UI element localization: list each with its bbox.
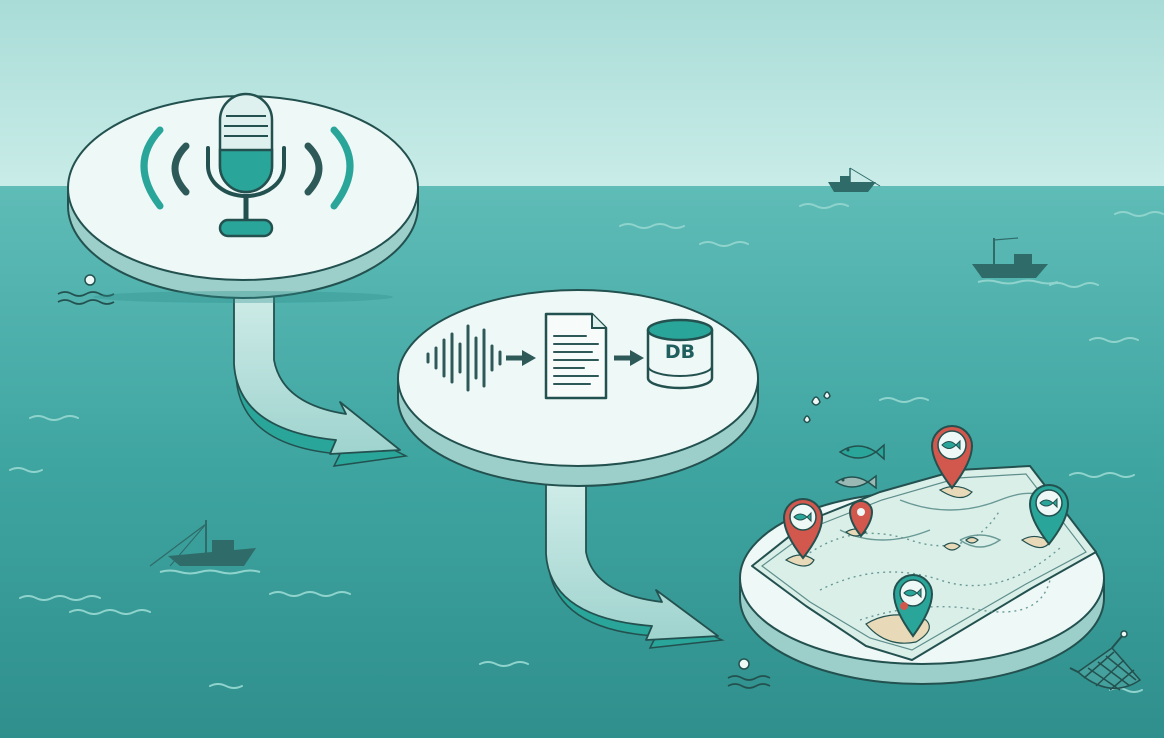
- location-pin-icon: [848, 500, 874, 538]
- buoy: [57, 274, 115, 305]
- arrow-right-icon: [506, 350, 536, 366]
- fishing-boat-icon: [828, 167, 881, 192]
- database-label: DB: [665, 341, 695, 363]
- microphone-icon: [140, 92, 354, 238]
- water-splash: [803, 391, 831, 424]
- location-pin-icon: [1028, 484, 1070, 546]
- fishing-boat-icon: [149, 520, 261, 575]
- fish-icon: [838, 443, 885, 461]
- flow-arrow-1: [233, 289, 409, 467]
- buoy: [727, 658, 771, 689]
- fish-icon: [834, 474, 877, 490]
- location-pin-icon: [782, 498, 824, 560]
- sound-wave-icon: [426, 324, 502, 392]
- flow-arrow-2: [545, 481, 725, 649]
- location-pin-icon: [930, 425, 974, 490]
- location-pin-icon: [892, 574, 934, 638]
- fishing-boat-icon: [972, 237, 1059, 285]
- arrow-right-icon: [614, 350, 644, 366]
- document-icon: [544, 312, 608, 400]
- fishing-net-icon: [1069, 630, 1142, 691]
- database-icon: DB: [646, 318, 714, 390]
